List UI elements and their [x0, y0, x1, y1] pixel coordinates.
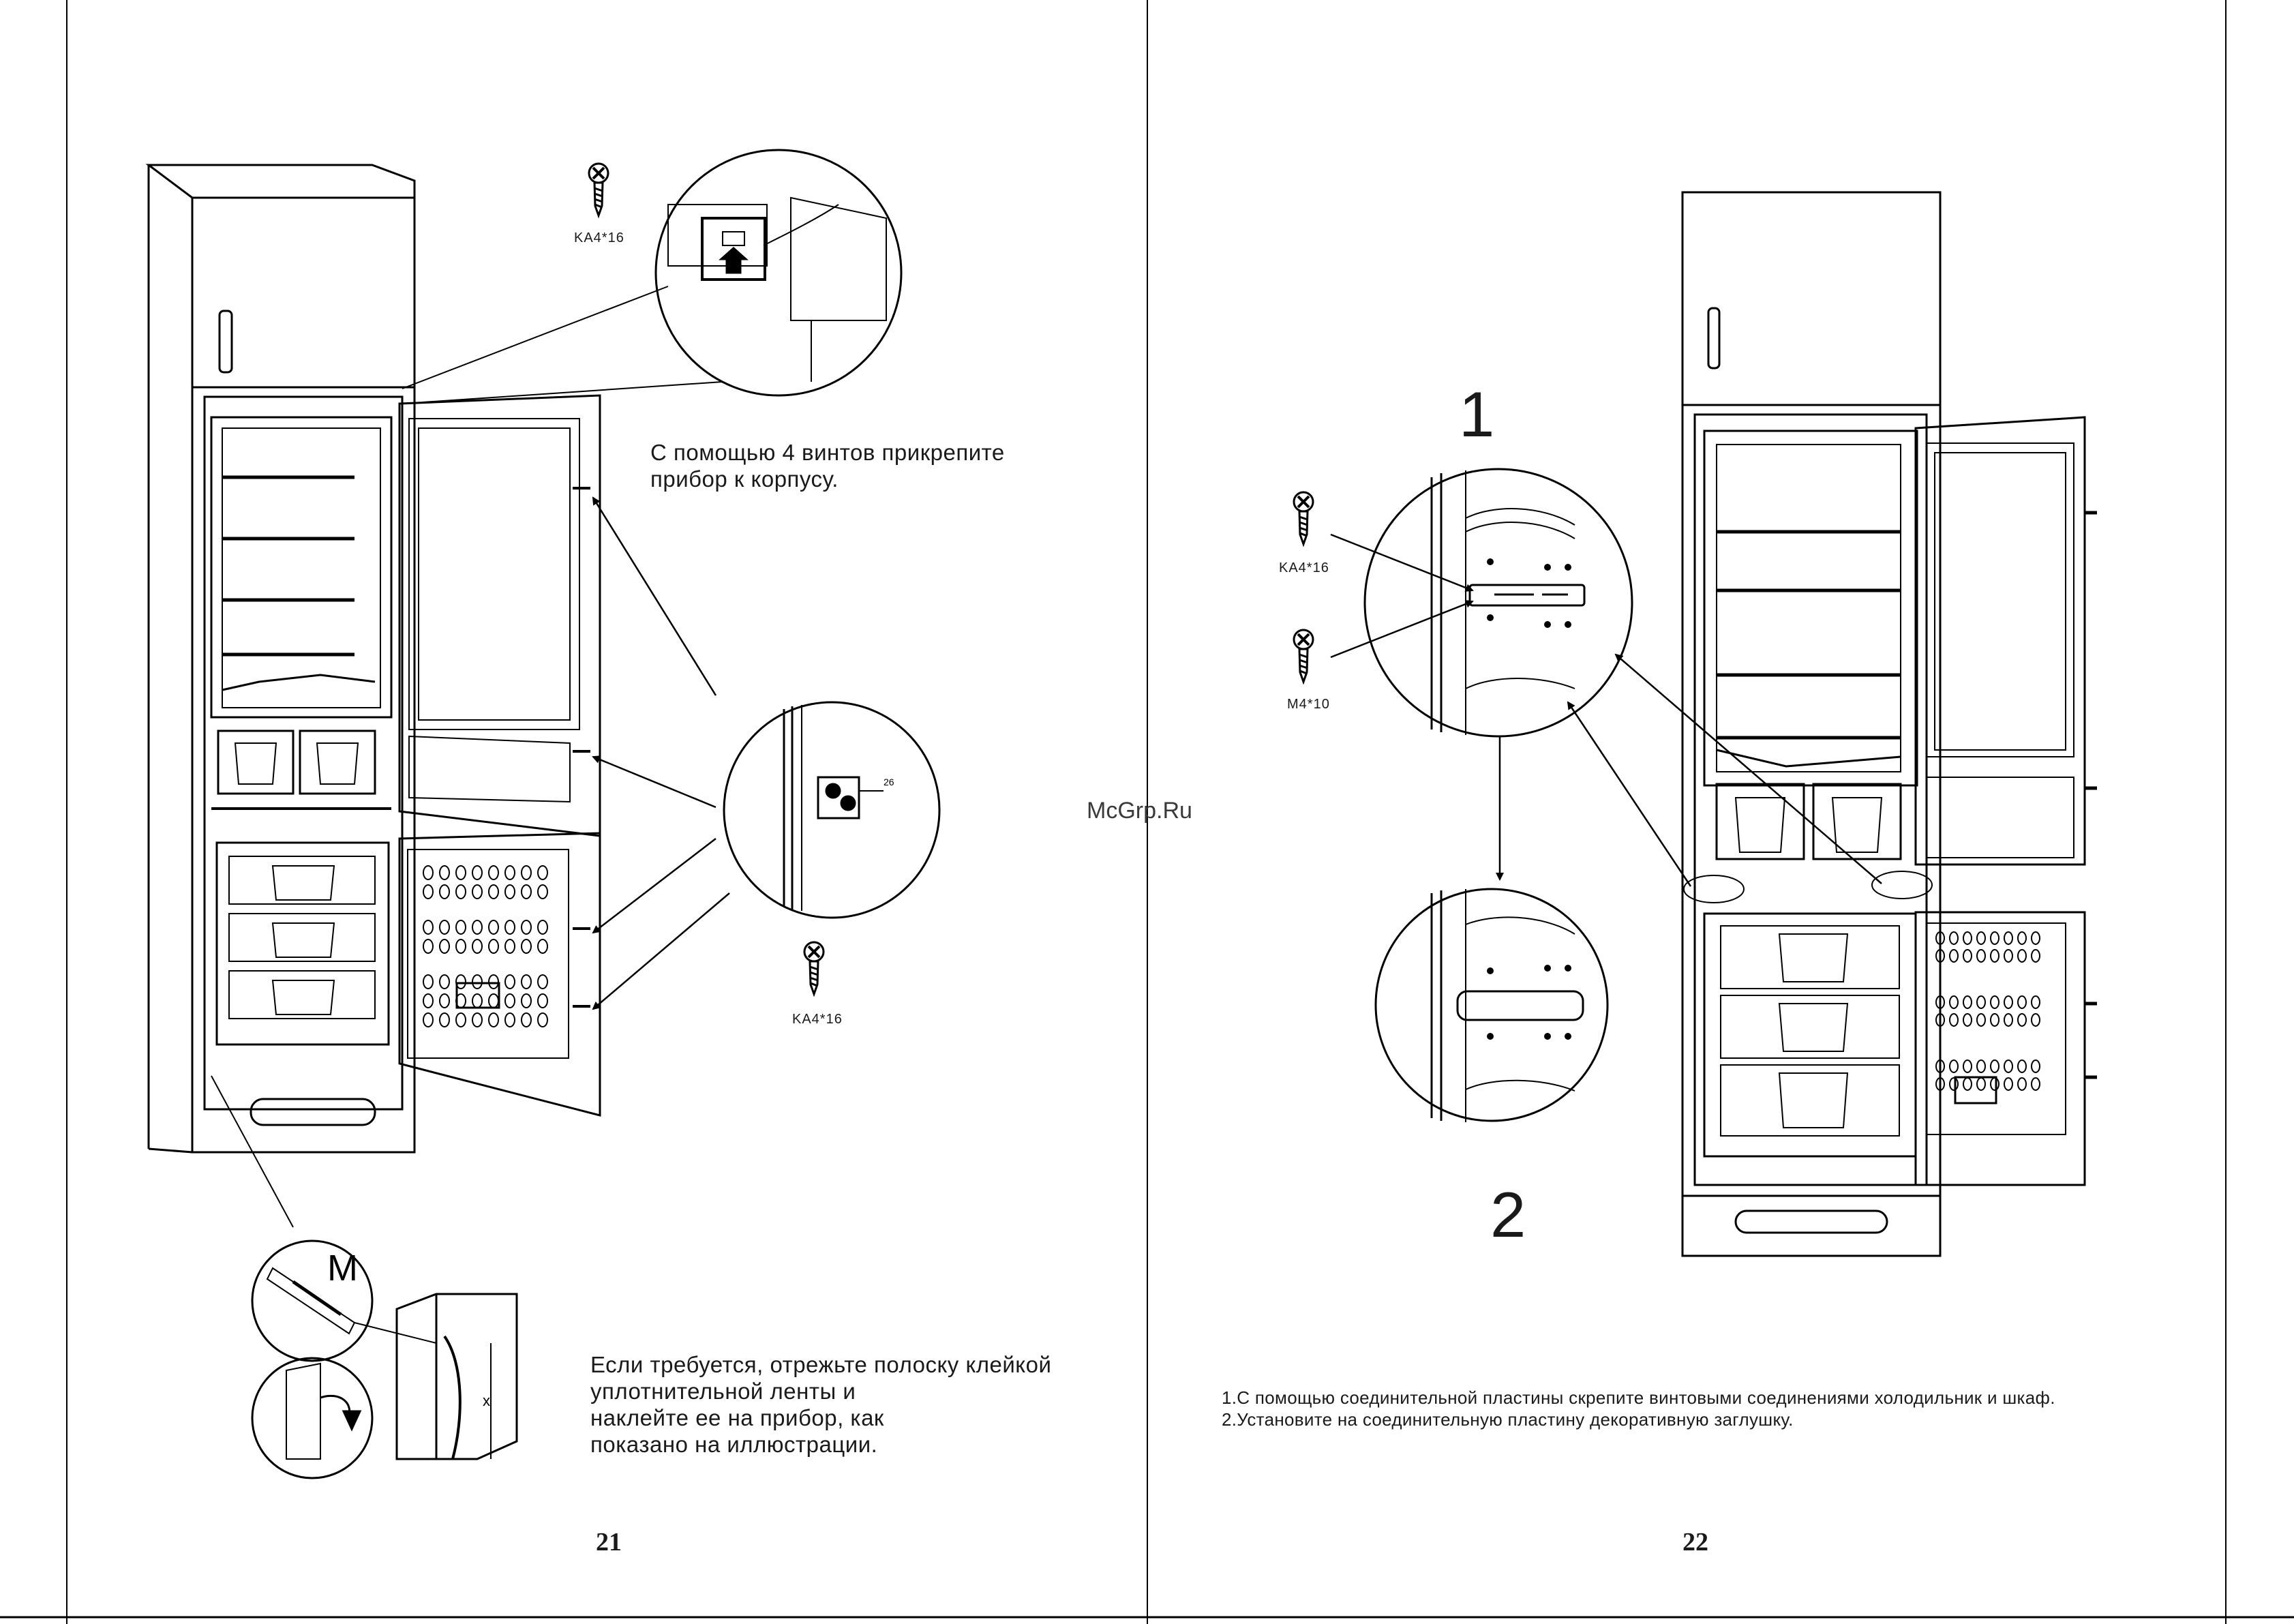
- screw-label-1: KA4*16: [1279, 560, 1329, 575]
- page-number-left: 21: [596, 1528, 622, 1557]
- instruction-bottom: Если требуется, отрежьте полоску клейкой…: [590, 1352, 1052, 1457]
- step-2-label: 2: [1490, 1179, 1526, 1250]
- screw-label-mid: KA4*16: [792, 1012, 843, 1027]
- page-number-right: 22: [1682, 1528, 1708, 1557]
- cabinet-with-appliance-left: [145, 164, 601, 1154]
- dimension-label: 26: [884, 777, 894, 787]
- screw-label-top: KA4*16: [574, 230, 624, 245]
- instruction-right: 1.С помощью соединительной пластины скре…: [1222, 1387, 2055, 1430]
- instruction-top: С помощью 4 винтов прикрепите прибор к к…: [650, 440, 1005, 492]
- detail-circle-mid: [723, 701, 941, 919]
- detail-circle-step-2: [1374, 888, 1609, 1122]
- detail-circle-dots-2: [1487, 965, 1571, 1040]
- freezer-door-pattern-right: [1935, 931, 2040, 1091]
- tape-dimension: x: [483, 1392, 490, 1409]
- step-1-label: 1: [1459, 378, 1495, 450]
- watermark: McGrp.Ru: [1087, 798, 1192, 824]
- cabinet-with-appliance-right: [1681, 191, 2097, 1257]
- detail-circle-top: [654, 149, 903, 397]
- freezer-door-pattern: [423, 865, 548, 1027]
- detail-circle-dots-1: [1487, 558, 1571, 628]
- screw-label-2: M4*10: [1287, 697, 1330, 712]
- tape-detail: [251, 1239, 518, 1479]
- tape-mark: M: [327, 1248, 358, 1289]
